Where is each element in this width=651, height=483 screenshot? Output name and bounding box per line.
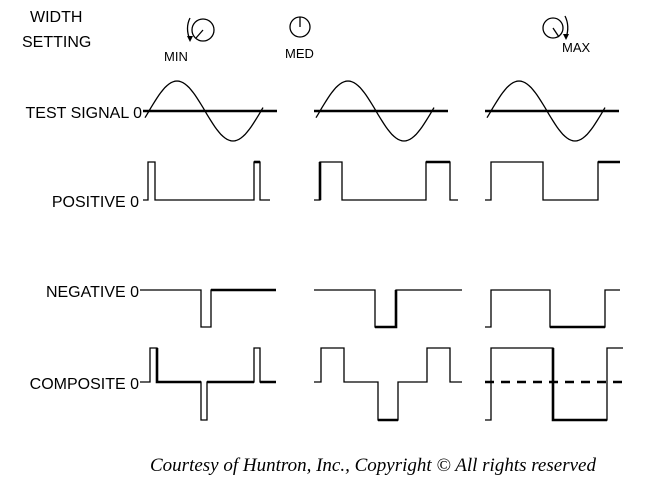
knob-cw-icon bbox=[542, 15, 569, 40]
positive-wave-min bbox=[143, 161, 270, 201]
composite-wave-min bbox=[140, 347, 276, 421]
max-label: MAX bbox=[562, 40, 591, 55]
composite-bold-min bbox=[155, 348, 276, 384]
test-signal-sine-min bbox=[144, 80, 264, 142]
header-width: WIDTH bbox=[30, 9, 82, 26]
positive-pulse-med bbox=[318, 160, 450, 200]
row-label-composite: COMPOSITE 0 bbox=[30, 376, 139, 393]
negative-wave-max bbox=[485, 289, 620, 328]
med-label: MED bbox=[285, 46, 314, 61]
composite-bold-max bbox=[551, 348, 607, 422]
positive-wave-med bbox=[314, 161, 458, 201]
min-label: MIN bbox=[164, 49, 188, 64]
row-label-test-signal: TEST SIGNAL 0 bbox=[26, 105, 143, 122]
negative-wave-med bbox=[314, 289, 462, 328]
row-label-negative: NEGATIVE 0 bbox=[46, 284, 139, 301]
positive-wave-max bbox=[485, 161, 620, 201]
negative-pulse-med bbox=[375, 290, 398, 329]
copyright-footer: Courtesy of Huntron, Inc., Copyright © A… bbox=[150, 455, 596, 476]
row-label-positive: POSITIVE 0 bbox=[52, 194, 139, 211]
test-signal-sine-max bbox=[486, 80, 606, 142]
knob-center-icon bbox=[289, 16, 311, 38]
knob-ccw-icon bbox=[186, 17, 215, 42]
waveforms bbox=[140, 80, 625, 422]
composite-wave-med bbox=[314, 347, 462, 421]
test-signal-sine-med bbox=[315, 80, 435, 142]
header-setting: SETTING bbox=[22, 34, 91, 51]
negative-wave-min bbox=[140, 289, 276, 328]
